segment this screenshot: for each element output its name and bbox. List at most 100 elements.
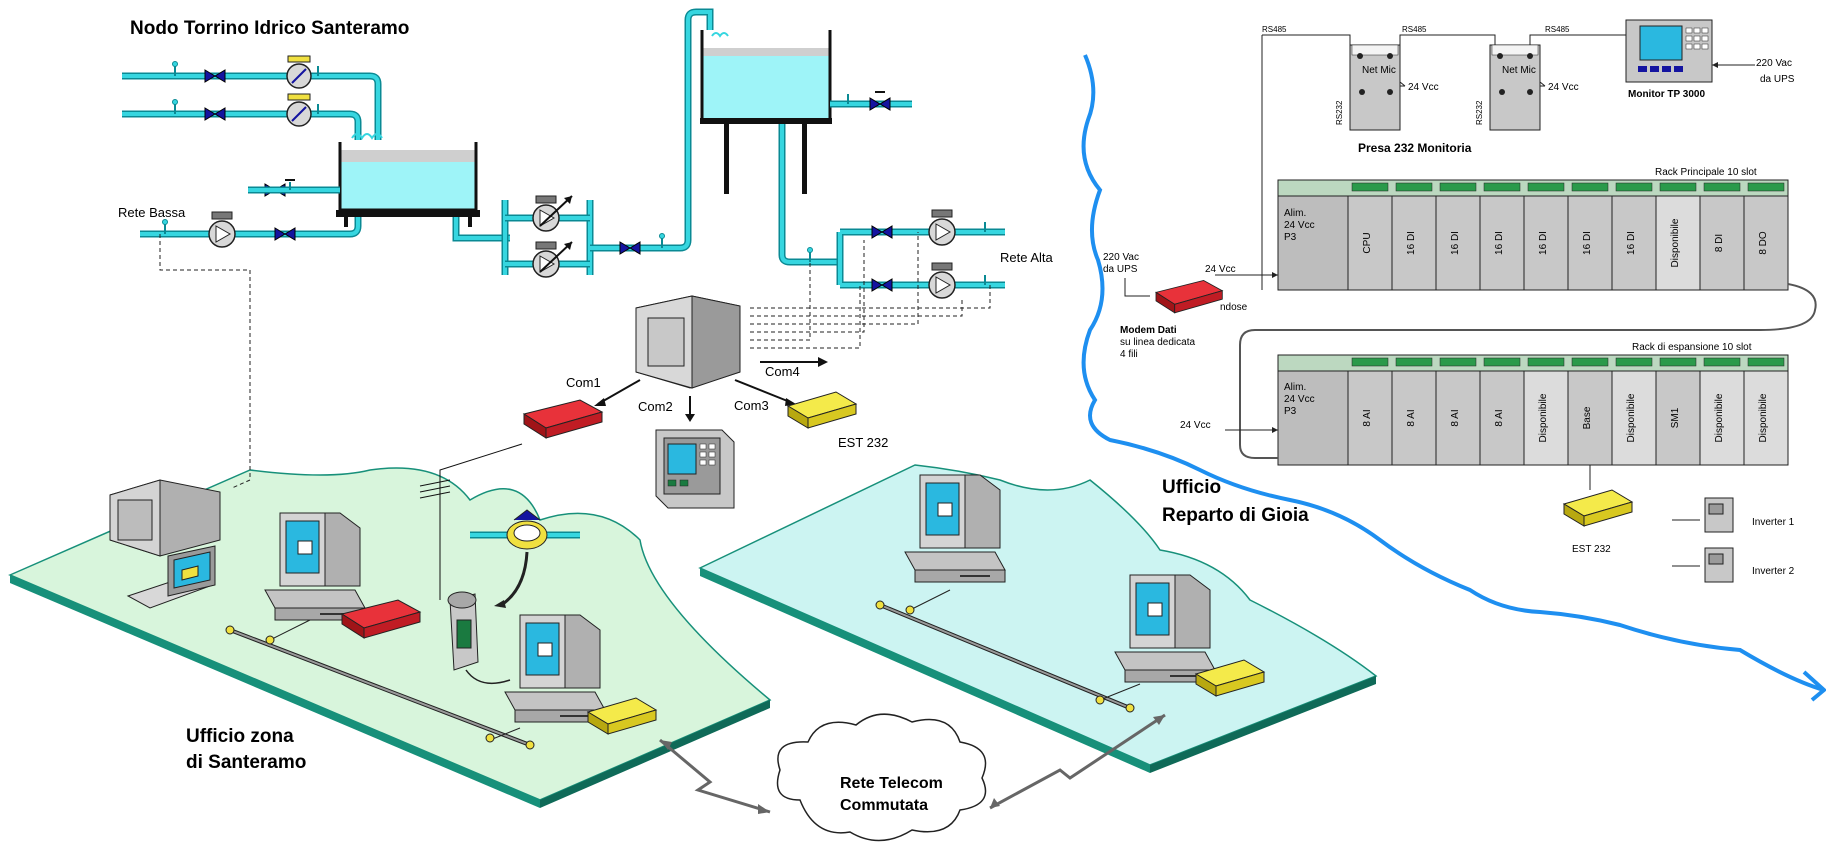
rack-principale-slot-2[interactable]: 16 DI [1391,182,1437,291]
rack-espansione-slot-3[interactable]: 8 AI [1435,357,1481,466]
rs485-label-1: RS485 [1262,25,1287,34]
central-workstation[interactable] [635,295,741,389]
phone-icon[interactable] [447,591,511,685]
cloud-line2: Commutata [840,797,928,814]
rack-espansione-slot-label: SM1 [1670,407,1681,428]
ups-label-2: da UPS [1760,74,1795,85]
rack-principale-slot-label: Disponibile [1670,218,1681,267]
v24-label-b: 24 Vcc [1548,82,1579,93]
inverter-2-label: Inverter 2 [1752,566,1795,577]
rack-espansione-label: Rack di espansione 10 slot [1632,342,1752,353]
rack-principale-slot-10[interactable]: 8 DO [1743,182,1789,291]
rack-espansione-slot-label: 8 AI [1362,409,1373,426]
lan-cable-left [225,619,535,750]
operator-panel-icon[interactable] [655,429,735,509]
rack-espansione-slot-label: Disponibile [1758,393,1769,442]
workstation-2[interactable] [504,614,606,723]
rete-alta-pipes [778,124,1005,299]
rack-principale-slot-label: 16 DI [1538,231,1549,255]
monitor-label: Monitor TP 3000 [1628,89,1705,100]
netmic-2[interactable] [1489,44,1541,131]
signal-lines [159,232,991,489]
rack-principale-slot-9[interactable]: 8 DI [1699,182,1745,291]
lower-tank [248,133,480,227]
rack-principale-slot-7[interactable]: 16 DI [1611,182,1657,291]
rack-principale-slot-8[interactable]: Disponibile [1655,182,1701,291]
modem-dati-icon[interactable] [1155,280,1223,314]
com2-label: Com2 [638,399,673,414]
rete-bassa-label: Rete Bassa [118,205,186,220]
com3-label: Com3 [734,398,769,413]
rack-principale-slot-label: 16 DI [1582,231,1593,255]
rack-principale-slot-label: 16 DI [1626,231,1637,255]
nodo-title: Nodo Torrino Idrico Santeramo [130,18,409,39]
ufficio-gioia-line1: Ufficio [1162,477,1221,498]
rack-espansione-slot-label: 8 AI [1450,409,1461,426]
booster-pumps [452,8,714,278]
ufficio-santeramo-line1: Ufficio zona [186,726,294,747]
alim-1-line2: 24 Vcc [1284,220,1315,231]
vin-24-2: 24 Vcc [1180,420,1211,431]
com-arrows [597,361,820,416]
inverter-1-icon[interactable] [1704,497,1734,533]
rack-principale-slot-4[interactable]: 16 DI [1479,182,1525,291]
rack-principale-slot-3[interactable]: 16 DI [1435,182,1481,291]
rack-espansione-slot-label: Base [1582,406,1593,429]
river-boundary [1081,54,1825,692]
workstation-1[interactable] [264,512,366,621]
rack-principale-slot-6[interactable]: 16 DI [1567,182,1613,291]
rack-espansione-slot-label: Disponibile [1626,393,1637,442]
server-computer[interactable] [109,479,221,557]
modem-side-label: ndose [1220,302,1248,313]
rack-espansione-slot-5[interactable]: Disponibile [1523,357,1569,466]
rack-principale-slot-1[interactable]: CPU [1347,182,1393,291]
rack-principale-slot-5[interactable]: 16 DI [1523,182,1569,291]
ups220-line1: 220 Vac [1103,252,1139,263]
rack-principale-slot-label: 8 DO [1758,231,1769,255]
workstation-4[interactable] [1114,574,1216,683]
com1-label: Com1 [566,375,601,390]
rete-bassa-pipe [140,211,362,248]
rack-principale-slot-label: CPU [1362,232,1373,253]
monitor-tp-icon[interactable] [1625,19,1713,83]
est232-label: EST 232 [838,435,888,450]
netmic-1-label: Net Mic [1362,65,1396,76]
rack-espansione-slot-2[interactable]: 8 AI [1391,357,1437,466]
laptop-icon[interactable] [126,545,216,609]
est232-b-icon[interactable] [1563,489,1633,527]
rack-espansione-slot-4[interactable]: 8 AI [1479,357,1525,466]
workstation-3[interactable] [904,474,1006,583]
rack-espansione-slot-label: Disponibile [1538,393,1549,442]
rack-principale-slot-label: 16 DI [1494,231,1505,255]
rack-principale[interactable]: CPU 16 DI 16 DI 16 DI 16 DI 16 DI 16 DI Disponi… [1277,179,1789,291]
rs485-label-3: RS485 [1545,25,1570,34]
modem-dati-line3: 4 fili [1120,349,1138,360]
rack-espansione-slot-10[interactable]: Disponibile [1743,357,1789,466]
rack-espansione-slot-9[interactable]: Disponibile [1699,357,1745,466]
netmic-1[interactable] [1349,44,1401,131]
rack-espansione-slot-1[interactable]: 8 AI [1347,357,1393,466]
presa-label: Presa 232 Monitoria [1358,141,1472,155]
cloud-line1: Rete Telecom [840,775,943,792]
alim-2-line2: 24 Vcc [1284,394,1315,405]
est232-b-label: EST 232 [1572,544,1611,555]
rs485-label-2: RS485 [1402,25,1427,34]
rs232-label-1: RS232 [1335,100,1344,125]
rack-principale-label: Rack Principale 10 slot [1655,167,1757,178]
est232-icon[interactable] [787,391,857,429]
rack-espansione-slot-label: 8 AI [1406,409,1417,426]
rete-alta-label: Rete Alta [1000,250,1054,265]
modem-red-icon[interactable] [523,399,603,439]
lan-cable-right [875,589,1141,713]
rack-espansione-slot-6[interactable]: Base [1567,357,1613,466]
inverter-2-icon[interactable] [1704,547,1734,583]
ups220-line2: da UPS [1103,264,1138,275]
rack-espansione-slot-8[interactable]: SM1 [1655,357,1701,466]
meter-icon [286,55,312,127]
netmic-2-label: Net Mic [1502,65,1536,76]
rack-espansione-slot-7[interactable]: Disponibile [1611,357,1657,466]
ups-label-1: 220 Vac [1756,58,1792,69]
inverter-1-label: Inverter 1 [1752,517,1795,528]
rack-principale-slot-label: 16 DI [1450,231,1461,255]
rack-espansione[interactable]: 8 AI 8 AI 8 AI 8 AI Disponibile Base Disponibi… [1277,354,1789,466]
